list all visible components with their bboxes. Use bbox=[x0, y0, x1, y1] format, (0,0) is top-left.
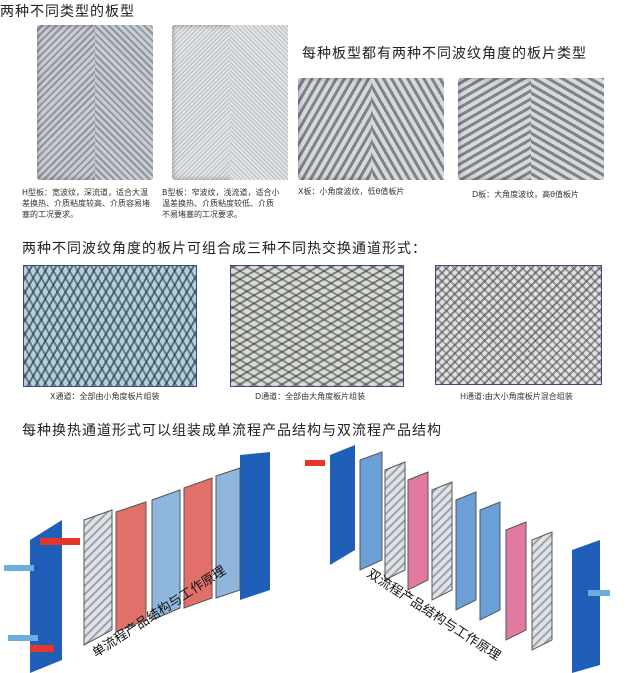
d-plate-image bbox=[458, 78, 604, 180]
h-plate-image bbox=[37, 25, 153, 180]
fixed-frame-plate-2 bbox=[330, 445, 355, 565]
pressure-plate-2 bbox=[572, 540, 600, 673]
section-title-plate-types: 两种不同类型的板型 bbox=[0, 4, 135, 20]
h-channel-caption: H通道:由大小角度板片混合组装 bbox=[460, 392, 573, 401]
single-pass-assembly bbox=[4, 452, 270, 673]
section-title-structures: 每种换热通道形式可以组装成单流程产品结构与双流程产品结构 bbox=[22, 423, 442, 439]
h-plate-caption: H型板：宽波纹，深流道，适合大温差换热、介质粘度较高、介质容易堵塞的工况要求。 bbox=[22, 188, 150, 219]
d-plate-caption: D板：大角度波纹，高θ值板片 bbox=[472, 190, 580, 199]
b-plate-caption: B型板：窄波纹，浅流道，适合小温差换热、介质粘度较低、介质不易堵塞的工况要求。 bbox=[162, 188, 280, 219]
b-plate-image bbox=[172, 25, 288, 180]
x-channel-caption: X通道：全部由小角度板片组装 bbox=[50, 392, 160, 401]
x-plate-caption: X板：小角度波纹，低θ值板片 bbox=[298, 187, 405, 196]
d-channel-image bbox=[230, 265, 404, 387]
d-channel-caption: D通道：全部由大角度板片组装 bbox=[255, 392, 366, 401]
cold-flow-arrows bbox=[4, 565, 38, 641]
section-title-channels: 两种不同波纹角度的板片可组合成三种不同热交换通道形式： bbox=[22, 241, 427, 257]
hot-flow-arrows bbox=[30, 538, 80, 652]
fixed-frame-plate bbox=[30, 520, 62, 673]
double-pass-assembly bbox=[305, 445, 610, 673]
section-title-angle-types: 每种板型都有两种不同波纹角度的板片类型 bbox=[302, 46, 587, 62]
exchanger-diagram bbox=[4, 445, 610, 673]
pressure-plate bbox=[240, 452, 270, 600]
h-channel-image bbox=[435, 265, 602, 385]
x-channel-image bbox=[23, 265, 197, 387]
x-plate-image bbox=[298, 78, 444, 180]
